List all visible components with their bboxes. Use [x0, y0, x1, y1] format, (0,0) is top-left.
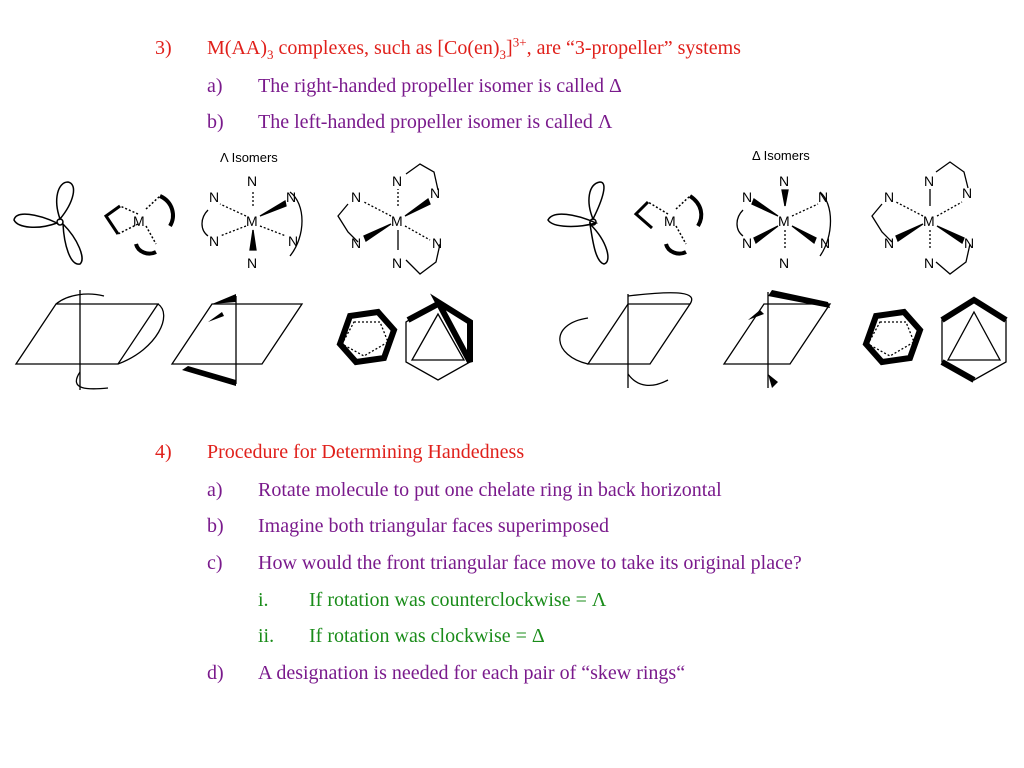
lambda-hexagon-1: [336, 308, 398, 366]
item-4c-ii-text: If rotation was clockwise = Δ: [309, 625, 545, 647]
item-4-title: Procedure for Determining Handedness: [207, 441, 525, 463]
delta-en-complex: [871, 161, 971, 275]
item-3-text: M(AA)3 complexes, such as [Co(en)3]3+, a…: [207, 34, 741, 62]
item-4c-i-label: i.: [258, 589, 269, 611]
n-label: N: [351, 189, 361, 205]
n-label: N: [924, 255, 934, 271]
n-label: N: [288, 233, 298, 249]
n-label: N: [742, 235, 752, 251]
delta-ring-thick: [722, 290, 832, 388]
item-3b-text: The left-handed propeller isomer is call…: [258, 111, 613, 133]
lambda-octahedral: [201, 190, 303, 257]
n-label: N: [742, 189, 752, 205]
item-4c-i-text: If rotation was counterclockwise = Λ: [309, 589, 607, 611]
lambda-en-labels: N N N M N N N: [351, 173, 442, 271]
delta-ring-parallelogram: [559, 292, 693, 388]
item-4a-label: a): [207, 479, 223, 501]
lambda-propeller: [13, 181, 83, 265]
n-label: N: [779, 255, 789, 271]
delta-hexagon-2: [940, 296, 1008, 383]
item-3-number: 3): [155, 37, 172, 59]
n-label: N: [779, 173, 789, 189]
n-label: N: [820, 235, 830, 251]
n-label: N: [209, 233, 219, 249]
n-label: N: [430, 185, 440, 201]
item-4d-label: d): [207, 662, 224, 684]
n-label: N: [964, 235, 974, 251]
lambda-isomers-title: Λ Isomers: [220, 150, 278, 165]
n-label: N: [247, 255, 257, 271]
delta-chelate-sketch: [633, 194, 704, 256]
m-label: M: [391, 213, 403, 229]
n-label: N: [351, 235, 361, 251]
item-4a-text: Rotate molecule to put one chelate ring …: [258, 479, 722, 501]
lambda-sketch-metal: M: [133, 213, 145, 229]
delta-sketch-metal: M: [664, 213, 676, 229]
item-4b-text: Imagine both triangular faces superimpos…: [258, 515, 609, 537]
m-label: M: [923, 213, 935, 229]
n-label: N: [924, 173, 934, 189]
delta-octahedral-labels: N N N M N N N: [742, 173, 830, 271]
lambda-chelate-sketch: [103, 194, 175, 256]
lambda-en-complex: [337, 163, 441, 275]
lambda-octahedral-labels: N N N M N N N: [209, 173, 298, 271]
item-3a-label: a): [207, 75, 223, 97]
item-4c-ii-label: ii.: [258, 625, 275, 647]
delta-octahedral: [736, 189, 832, 257]
n-label: N: [209, 189, 219, 205]
n-label: N: [392, 173, 402, 189]
delta-en-labels: N N N M N N N: [884, 173, 974, 271]
lambda-hexagon-2: [405, 293, 473, 381]
n-label: N: [818, 189, 828, 205]
delta-isomers-title: Δ Isomers: [752, 148, 810, 163]
lambda-ring-thick: [170, 294, 304, 386]
lambda-ring-parallelogram: [14, 290, 165, 390]
n-label: N: [432, 235, 442, 251]
m-label: M: [246, 213, 258, 229]
item-4c-text: How would the front triangular face move…: [258, 552, 802, 574]
item-4b-label: b): [207, 515, 224, 537]
isomer-figure: Λ Isomers Δ Isomers M N N N M N N: [8, 144, 1018, 394]
delta-hexagon-1: [862, 308, 924, 366]
n-label: N: [884, 235, 894, 251]
m-label: M: [778, 213, 790, 229]
n-label: N: [286, 189, 296, 205]
n-label: N: [247, 173, 257, 189]
n-label: N: [884, 189, 894, 205]
item-4d-text: A designation is needed for each pair of…: [258, 662, 686, 684]
item-3b-label: b): [207, 111, 224, 133]
item-3a-text: The right-handed propeller isomer is cal…: [258, 75, 622, 97]
item-4c-label: c): [207, 552, 223, 574]
delta-propeller: [547, 181, 609, 265]
item-4-number: 4): [155, 441, 172, 463]
n-label: N: [392, 255, 402, 271]
n-label: N: [962, 185, 972, 201]
